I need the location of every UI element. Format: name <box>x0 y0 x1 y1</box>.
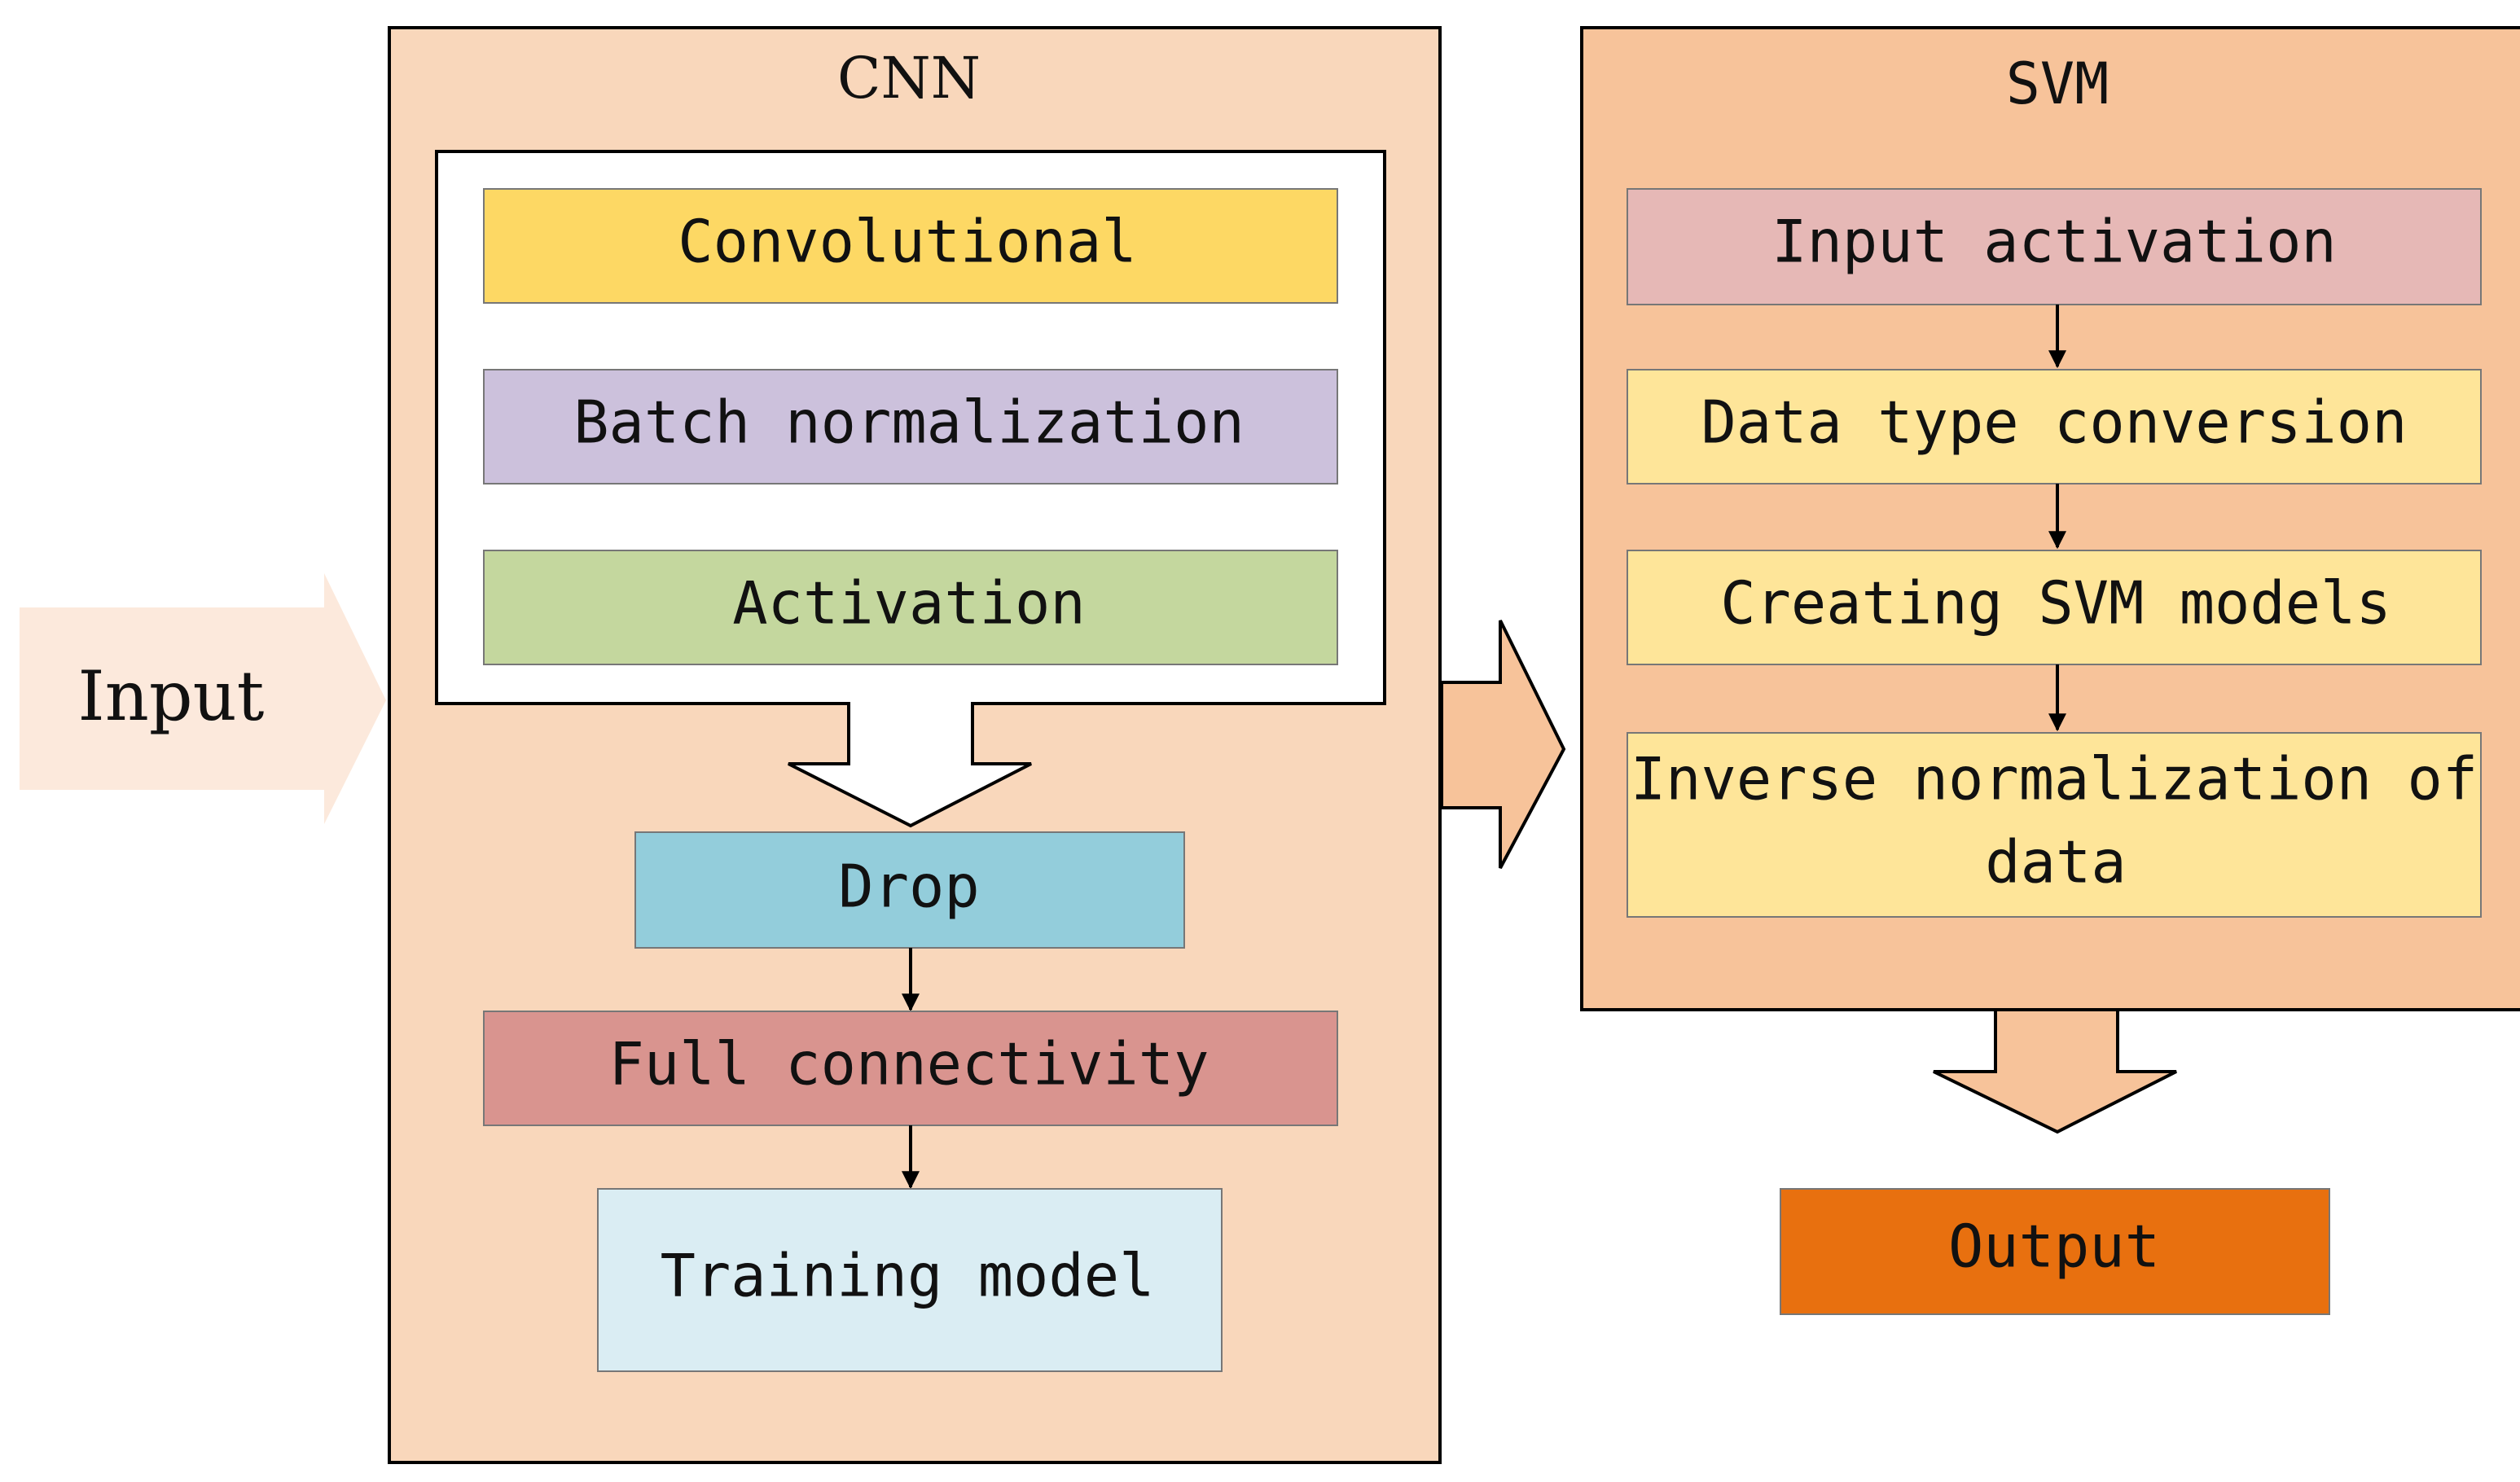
inverse-normalization-box <box>1627 732 2482 918</box>
training-model-box <box>597 1188 1223 1372</box>
full-connectivity-box <box>483 1011 1338 1126</box>
output-label: Output <box>1948 1212 2160 1281</box>
activation-label: Activation <box>732 569 1085 638</box>
svm-to-output-arrow <box>1933 1008 2177 1134</box>
input-activation-label: Input activation <box>1771 208 2337 276</box>
convolutional-label: Convolutional <box>678 208 1137 276</box>
input-activation-box <box>1627 188 2482 305</box>
drop-box <box>634 831 1185 949</box>
input-label: Input <box>78 656 265 736</box>
creating-svm-models-box <box>1627 550 2482 665</box>
convolutional-box <box>483 188 1338 304</box>
inverse-normalization-label-line2: data <box>1985 828 2126 897</box>
cnn-title: CNN <box>837 45 981 112</box>
inverse-normalization-label-line1: Inverse normalization of <box>1631 745 2478 813</box>
creating-svm-models-label: Creating SVM models <box>1720 569 2391 638</box>
data-type-conversion-label: Data type conversion <box>1701 388 2408 457</box>
drop-label: Drop <box>838 853 979 921</box>
batch-normalization-box <box>483 369 1338 484</box>
output-box <box>1780 1188 2330 1315</box>
data-type-conversion-box <box>1627 369 2482 484</box>
full-connectivity-label: Full connectivity <box>609 1030 1210 1098</box>
input-arrow <box>20 573 386 824</box>
activation-box <box>483 550 1338 665</box>
svm-title: SVM <box>2006 50 2109 117</box>
cnn-to-svm-arrow <box>1440 620 1566 869</box>
training-model-label: Training model <box>661 1242 1155 1310</box>
batch-normalization-label: Batch normalization <box>573 388 1245 457</box>
